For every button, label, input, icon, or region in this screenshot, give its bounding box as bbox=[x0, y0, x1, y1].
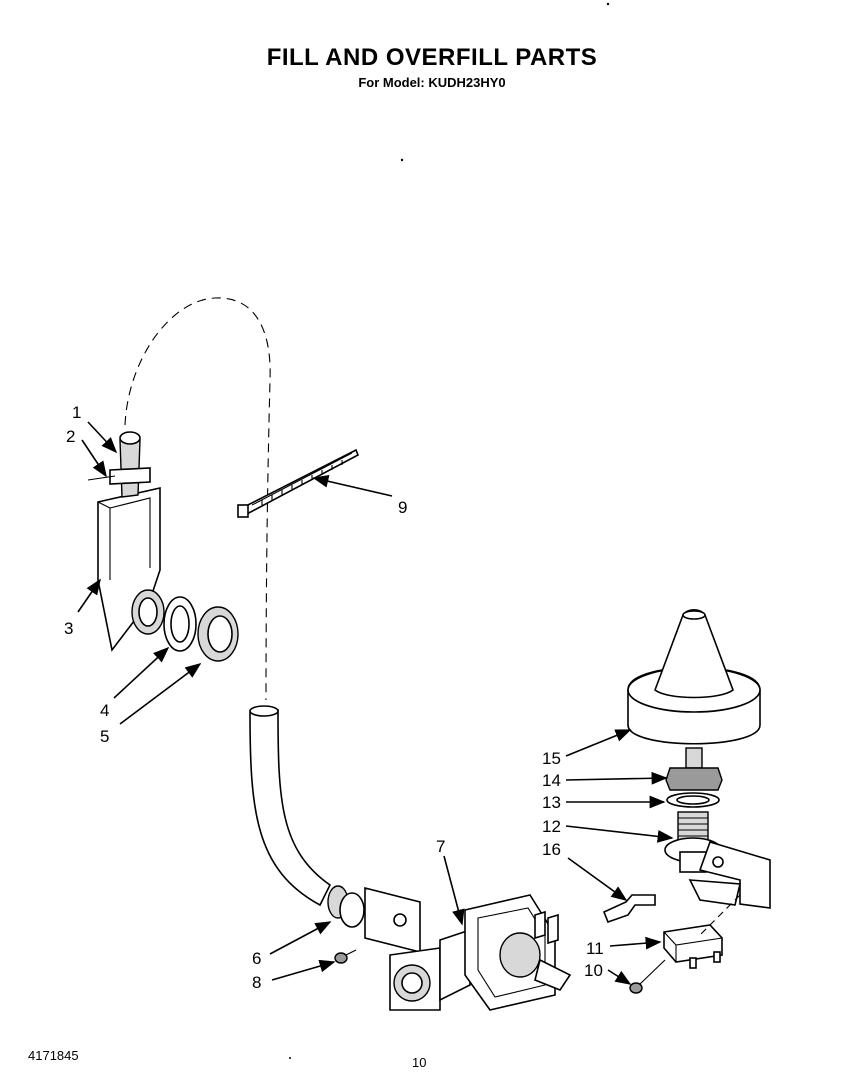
hose-clamp-part bbox=[327, 885, 365, 928]
screw-part-10 bbox=[629, 959, 666, 994]
stray-dot bbox=[606, 2, 610, 6]
switch-bracket-part bbox=[688, 841, 771, 909]
callout-9: 9 bbox=[398, 498, 407, 517]
hose-route-dashed bbox=[124, 297, 271, 701]
switch-link-dashed bbox=[699, 894, 741, 936]
callout-3: 3 bbox=[64, 619, 73, 638]
page-title: FILL AND OVERFILL PARTS bbox=[266, 44, 598, 71]
callout-2: 2 bbox=[66, 427, 75, 446]
stray-dot bbox=[289, 1057, 291, 1059]
model-subtitle: For Model: KUDH23HY0 bbox=[358, 75, 506, 90]
fill-hose bbox=[249, 705, 332, 907]
overfill-switch-part bbox=[663, 924, 723, 969]
callout-11: 11 bbox=[586, 939, 604, 958]
callout-15: 15 bbox=[542, 749, 561, 768]
callout-8: 8 bbox=[252, 973, 261, 992]
water-valve-part bbox=[364, 886, 572, 1011]
callout-10: 10 bbox=[584, 961, 603, 980]
callout-16: 16 bbox=[542, 840, 561, 859]
callout-5: 5 bbox=[100, 727, 109, 746]
stray-dot bbox=[400, 158, 404, 162]
callout-1: 1 bbox=[72, 403, 81, 422]
callout-6: 6 bbox=[252, 949, 261, 968]
fill-funnel-assembly bbox=[87, 431, 239, 662]
page-number: 10 bbox=[412, 1055, 427, 1070]
screw-part-8 bbox=[334, 949, 357, 964]
document-number: 4171845 bbox=[28, 1048, 79, 1063]
callout-14: 14 bbox=[542, 771, 561, 790]
callout-7: 7 bbox=[436, 837, 445, 856]
actuator-lever-part bbox=[602, 894, 656, 924]
callout-4: 4 bbox=[100, 701, 109, 720]
float-stem-assembly bbox=[664, 747, 723, 873]
callout-13: 13 bbox=[542, 793, 561, 812]
leader-lines bbox=[77, 421, 674, 985]
cable-tie-part bbox=[237, 448, 360, 518]
callout-12: 12 bbox=[542, 817, 561, 836]
float-part bbox=[627, 608, 761, 745]
